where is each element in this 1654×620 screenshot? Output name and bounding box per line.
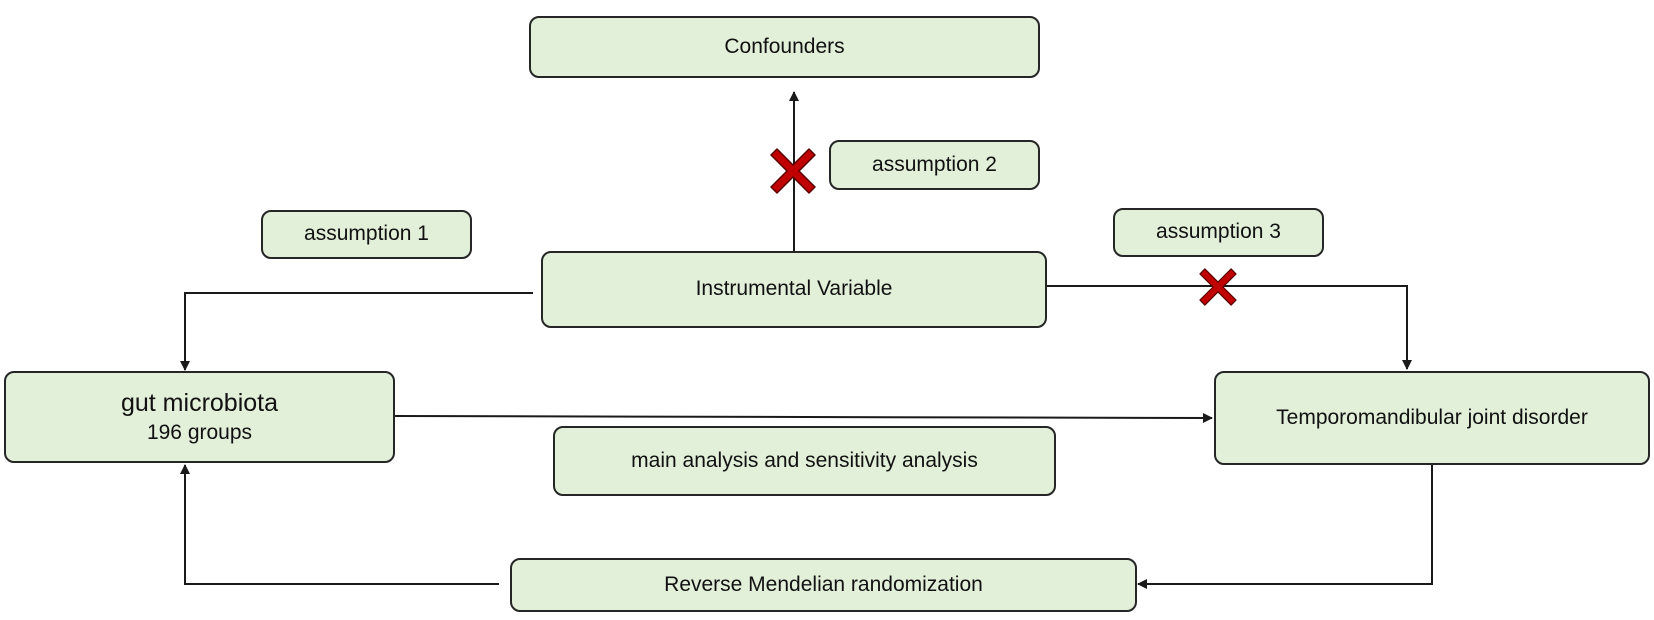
instrumental-variable-node: Instrumental Variable [541, 251, 1047, 328]
gut-microbiota-node: gut microbiota 196 groups [4, 371, 395, 463]
assumption-2-label: assumption 2 [872, 152, 997, 176]
confounders-node: Confounders [529, 16, 1040, 78]
edge-tmd-to-reverse [1137, 465, 1433, 589]
gut-microbiota-title: gut microbiota [120, 389, 279, 418]
reverse-mr-node: Reverse Mendelian randomization [510, 558, 1137, 612]
edge-reverse-to-gut [180, 464, 499, 585]
instrumental-variable-label: Instrumental Variable [695, 277, 893, 301]
gut-microbiota-subtitle: 196 groups [146, 420, 253, 444]
reverse-mr-label: Reverse Mendelian randomization [664, 572, 983, 596]
assumption-3-node: assumption 3 [1113, 208, 1324, 257]
assumption-1-node: assumption 1 [261, 210, 472, 259]
main-analysis-node: main analysis and sensitivity analysis [553, 426, 1056, 496]
confounders-label: Confounders [724, 34, 845, 58]
main-analysis-label: main analysis and sensitivity analysis [631, 448, 978, 472]
edge-iv-to-tmd [1047, 285, 1412, 370]
assumption-3-label: assumption 3 [1156, 220, 1281, 244]
assumption-1-label: assumption 1 [304, 222, 429, 246]
assumption-2-node: assumption 2 [829, 140, 1040, 190]
tmd-node: Temporomandibular joint disorder [1214, 371, 1650, 465]
edge-gut-to-tmd [394, 412, 1213, 423]
blocked-cross-icon [1199, 268, 1237, 306]
blocked-cross-icon [770, 148, 816, 194]
edge-iv-to-gut-microbiota [180, 292, 533, 371]
tmd-label: Temporomandibular joint disorder [1276, 405, 1588, 429]
